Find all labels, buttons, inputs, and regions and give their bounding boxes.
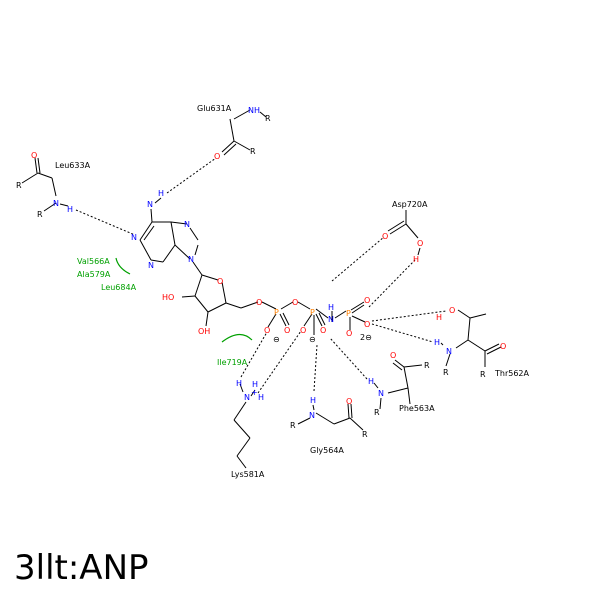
ligand-bonds [139,197,366,335]
asp720-h: H [413,255,419,264]
pg-o-up: O [364,296,370,305]
glu631-nh: NH [248,106,260,115]
leu633-r2: R [37,210,43,219]
asp720-o2: O [417,239,423,248]
purine-n3: N [148,261,154,270]
leu633-o: O [31,151,37,160]
gly564-h: H [310,396,316,405]
lys581-h2: H [252,380,258,389]
phe563-r1: R [424,361,430,370]
label-val566: Val566A [77,257,110,266]
leu633-n: N [53,199,59,208]
gly564-r1: R [290,421,296,430]
hydrophobic-arc-ile [221,333,253,343]
label-glu631: Glu631A [197,104,232,113]
purine-n9: N [188,255,194,264]
residue-atoms: NH R O R O R N H R O O H O H H N R O R O… [16,106,506,439]
phe563-h: H [368,377,374,386]
ribose-oh: OH [198,327,210,336]
pa-o-double: O [284,326,290,335]
bridge-h: H [328,303,334,312]
pg-o-right: O [364,320,370,329]
label-asp720: Asp720A [392,200,428,209]
p-alpha: P [274,308,279,317]
label-thr562: Thr562A [494,369,530,378]
gly564-n: N [309,411,315,420]
label-leu633: Leu633A [55,161,91,170]
phe563-n: N [378,389,384,398]
thr562-r1: R [443,368,449,377]
lys581-plus: + [251,388,258,397]
residue-labels: Glu631A Leu633A Asp720A Val566A Ala579A … [55,104,530,479]
pa-o-minus: O [264,326,270,335]
purine-n7: N [184,220,190,229]
pg-charge: 2⊖ [360,333,372,342]
leu633-r1: R [16,181,22,190]
glu631-r1: R [265,114,271,123]
thr562-r2: R [480,370,486,379]
hydrophobic-arc-upper [115,257,131,275]
glu631-r2: R [250,147,256,156]
gly564-r2: R [362,430,368,439]
amine-n: N [147,200,153,209]
amine-h: H [158,189,164,198]
o5-oxygen: O [256,298,262,307]
thr562-h-o: H [436,313,442,322]
bridge-nh: N [328,315,334,324]
p-beta: P [310,308,315,317]
label-ala579: Ala579A [77,270,111,279]
label-ile719: Ile719A [217,358,248,367]
glu631-o: O [214,152,220,161]
label-leu684: Leu684A [101,283,137,292]
ribose-ho: HO [162,293,174,302]
purine-n1: N [131,233,137,242]
label-phe563: Phe563A [399,404,435,413]
thr562-o: O [449,306,455,315]
phe563-o: O [390,351,396,360]
lys581-h3: H [258,393,264,402]
label-gly564: Gly564A [310,446,344,455]
pb-o-right: O [320,326,326,335]
thr562-o2: O [500,342,506,351]
pb-charge: ⊖ [309,335,316,344]
bridge-o1: O [292,298,298,307]
p-gamma: P [346,309,351,318]
leu633-h: H [67,205,73,214]
hydrogen-bonds [75,157,447,394]
lys581-h1: H [236,379,242,388]
pa-charge: ⊖ [273,335,280,344]
residue-bonds [21,109,502,469]
label-lys581: Lys581A [231,470,265,479]
diagram-caption: 3llt:ANP [14,548,149,588]
lys581-nplus: N [244,393,250,402]
thr562-n: N [446,347,452,356]
gly564-o: O [346,397,352,406]
ribose-o: O [217,277,223,286]
pg-o-down: O [346,329,352,338]
asp720-o1: O [382,232,388,241]
thr562-h-n: H [434,338,440,347]
pb-o-left: O [300,326,306,335]
ligand-atoms: N H N N N N O HO OH O P O P N H P O O ⊖ … [131,189,372,344]
phe563-r2: R [374,408,380,417]
